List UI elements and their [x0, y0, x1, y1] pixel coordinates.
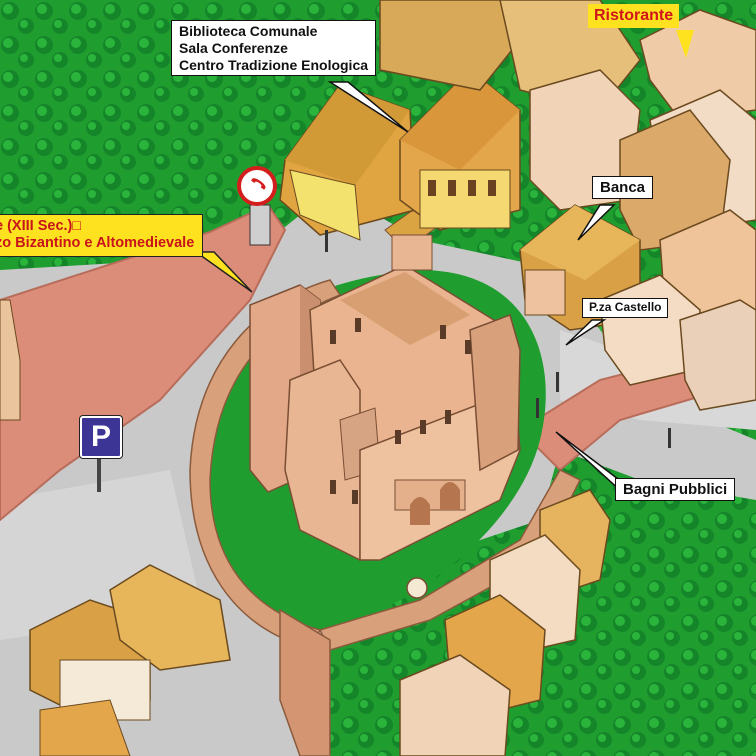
parking-icon: P — [80, 416, 122, 458]
castello-pointer — [193, 251, 253, 293]
fountain — [406, 577, 428, 599]
castle-label-line-2: zo Bizantino e Altomedievale — [0, 235, 195, 252]
bank-label: Banca — [592, 176, 654, 200]
library-label-line-3: Centro Tradizione Enologica — [179, 56, 369, 73]
ristorante-pointer — [676, 30, 694, 58]
castle — [249, 204, 521, 562]
library-label-line-2: Sala Conferenze — [179, 39, 288, 56]
theater-building — [399, 68, 521, 231]
telephone-icon — [237, 166, 277, 206]
street-lamps — [325, 230, 671, 448]
restaurant-label: Ristorante — [588, 4, 680, 29]
south-east-buildings — [399, 489, 611, 756]
parking-sign-post — [97, 456, 101, 492]
castle-label-line-1: e (XIII Sec.)□ — [0, 218, 82, 234]
piazza-castello-label: P.za Castello — [582, 298, 669, 318]
library-label: Biblioteca Comunale Sala Conferenze Cent… — [171, 20, 377, 77]
castle-label: e (XIII Sec.)□ zo Bizantino e Altomediev… — [0, 214, 204, 257]
public-toilets-label: Bagni Pubblici — [615, 478, 736, 502]
telephone-handset-icon — [251, 178, 266, 190]
outer-wall — [279, 608, 331, 756]
library-label-line-1: Biblioteca Comunale — [179, 23, 318, 39]
brick-road — [0, 203, 287, 522]
south-west-buildings — [0, 299, 231, 756]
phone-booth — [249, 204, 271, 246]
